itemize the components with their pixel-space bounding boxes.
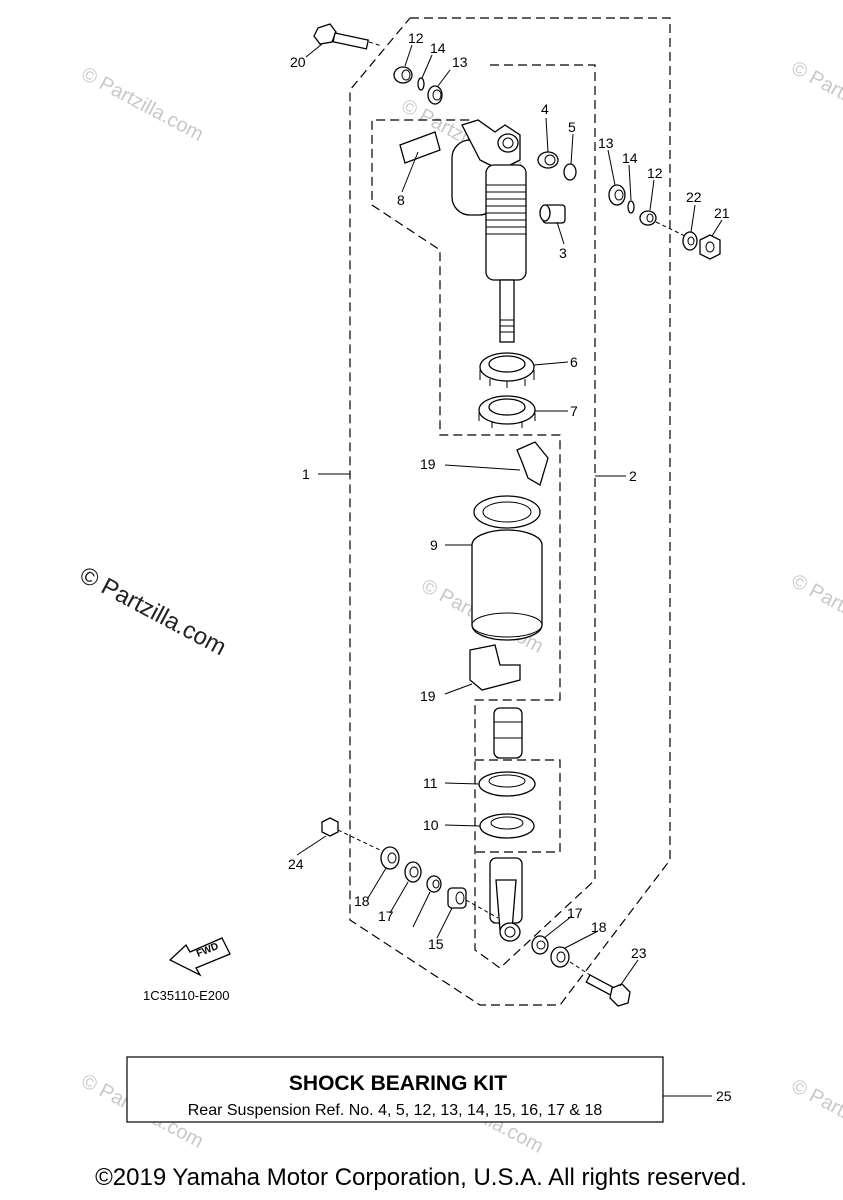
callout-19: 19 <box>420 456 436 472</box>
kit-description: Rear Suspension Ref. No. 4, 5, 12, 13, 1… <box>188 1102 603 1119</box>
callout-18: 18 <box>354 893 370 909</box>
callout-13: 13 <box>598 135 614 151</box>
callout-17: 17 <box>567 905 583 921</box>
seal-17-left <box>404 861 422 883</box>
callout-2: 2 <box>629 468 637 484</box>
seal-18-right <box>550 946 570 968</box>
assembly-outline-2 <box>371 64 596 969</box>
callout-23: 23 <box>631 945 647 961</box>
callout-14: 14 <box>622 150 638 166</box>
callout-14: 14 <box>430 40 446 56</box>
kit-title: SHOCK BEARING KIT <box>289 1072 507 1095</box>
callout-10: 10 <box>423 817 439 833</box>
oring-14-right <box>627 200 635 214</box>
nut-21 <box>699 234 721 260</box>
collar-12-right <box>639 210 657 226</box>
shock-absorber-body <box>451 119 527 343</box>
callout-1: 1 <box>302 466 310 482</box>
watermark-text: © Partzilla.com <box>78 63 207 146</box>
watermark-text: © Partzilla.com <box>788 57 843 140</box>
callout-17: 17 <box>378 908 394 924</box>
callout-18: 18 <box>591 919 607 935</box>
kit-box: SHOCK BEARING KIT Rear Suspension Ref. N… <box>126 1056 664 1123</box>
callout-5: 5 <box>568 119 576 135</box>
watermark-text: © Partzilla.com <box>788 1075 843 1158</box>
callout-12: 12 <box>647 165 663 181</box>
callout-25: 25 <box>716 1088 732 1104</box>
watermark-logo: © Partzilla.com <box>75 561 230 661</box>
bump-stopper <box>493 707 523 759</box>
diagram-code: 1C35110-E200 <box>143 988 230 1003</box>
callout-4: 4 <box>541 101 549 117</box>
adjusting-nut-7 <box>478 395 536 428</box>
callout-7: 7 <box>570 403 578 419</box>
seal-13-left <box>427 85 443 105</box>
label-decal-8 <box>399 131 441 164</box>
bolt-20 <box>313 23 383 50</box>
locknut-6 <box>479 352 535 388</box>
circlip-5 <box>563 163 577 181</box>
callout-3: 3 <box>559 245 567 261</box>
callout-6: 6 <box>570 354 578 370</box>
retainer-10 <box>479 813 535 839</box>
callout-12: 12 <box>408 30 424 46</box>
collar-12-left <box>393 66 413 84</box>
copyright-notice: ©2019 Yamaha Motor Corporation, U.S.A. A… <box>95 1164 747 1191</box>
callout-9: 9 <box>430 537 438 553</box>
callout-15: 15 <box>428 936 444 952</box>
spring-guide-19-upper <box>516 441 549 486</box>
callout-11: 11 <box>423 775 438 791</box>
spring-9 <box>471 495 543 641</box>
callout-20: 20 <box>290 54 306 70</box>
callout-21: 21 <box>714 205 730 221</box>
callout-13: 13 <box>452 54 468 70</box>
watermark-text: © Partzilla.com <box>788 570 843 653</box>
callout-labels: 20 12 14 13 4 5 13 14 12 22 21 8 3 6 7 1… <box>288 30 732 1104</box>
assembly-outline-1 <box>349 17 671 1006</box>
bearing-15 <box>447 887 467 909</box>
spring-guide-19-lower <box>469 644 521 691</box>
oring-14-left <box>417 77 425 91</box>
washer-22 <box>682 231 698 251</box>
cap-11 <box>478 771 536 797</box>
callout-24: 24 <box>288 856 304 872</box>
callout-19: 19 <box>420 688 436 704</box>
fwd-arrow-icon: FWD <box>168 937 231 977</box>
leader-lines <box>296 43 723 1097</box>
collar-16 <box>426 875 442 893</box>
seal-13-right <box>608 184 626 206</box>
callout-8: 8 <box>397 192 405 208</box>
callout-22: 22 <box>686 189 702 205</box>
bolt-23 <box>585 974 631 1007</box>
lower-clevis <box>489 857 523 942</box>
adjuster-3 <box>539 204 566 224</box>
bearing-4 <box>537 151 559 169</box>
nut-24 <box>321 817 339 837</box>
seal-17-right <box>531 935 549 955</box>
seal-18-left <box>380 846 400 870</box>
